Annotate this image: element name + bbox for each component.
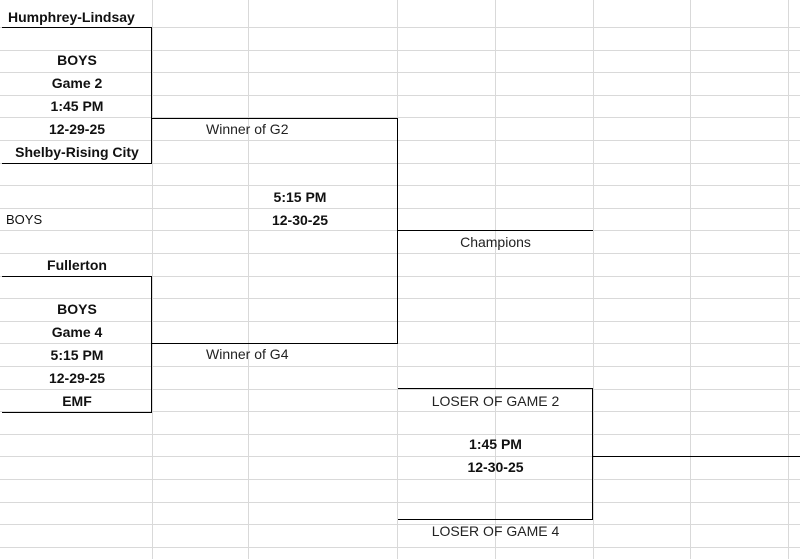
game2-label[interactable]: Game 2 [51, 75, 103, 91]
game2-top-line [2, 27, 152, 28]
game2-right-line [151, 27, 152, 164]
game4-team-bottom[interactable]: EMF [62, 393, 92, 409]
game4-right-line [151, 276, 152, 413]
game4-time[interactable]: 5:15 PM [50, 347, 104, 363]
consolation-top-line [398, 388, 593, 389]
consolation-right-line [592, 388, 593, 520]
game2-bottom-line [2, 163, 152, 164]
game2-division[interactable]: BOYS [57, 52, 97, 68]
champions-line [398, 230, 593, 231]
final-top-line [152, 118, 398, 119]
final-top-slot[interactable]: Winner of G2 [206, 121, 289, 137]
consolation-result-line [593, 456, 800, 457]
side-label[interactable]: BOYS [6, 212, 43, 227]
game2-date[interactable]: 12-29-25 [48, 121, 106, 137]
game2-time[interactable]: 1:45 PM [50, 98, 104, 114]
consolation-time[interactable]: 1:45 PM [469, 436, 522, 452]
final-date[interactable]: 12-30-25 [271, 212, 329, 228]
final-bottom-slot[interactable]: Winner of G4 [206, 346, 289, 362]
game4-team-top[interactable]: Fullerton [47, 257, 107, 273]
final-bottom-line [152, 343, 398, 344]
champions-label[interactable]: Champions [460, 234, 531, 250]
consolation-bottom-line [398, 519, 593, 520]
game4-bottom-line [2, 412, 152, 413]
game2-team-bottom[interactable]: Shelby-Rising City [15, 144, 139, 160]
game4-date[interactable]: 12-29-25 [48, 370, 106, 386]
consolation-top-slot[interactable]: LOSER OF GAME 2 [431, 393, 560, 409]
game4-label[interactable]: Game 4 [51, 324, 103, 340]
final-time[interactable]: 5:15 PM [273, 189, 327, 205]
game2-team-top[interactable]: Humphrey-Lindsay [8, 9, 135, 25]
final-right-line [397, 118, 398, 344]
game4-division[interactable]: BOYS [57, 301, 97, 317]
consolation-bottom-slot[interactable]: LOSER OF GAME 4 [431, 523, 560, 539]
consolation-date[interactable]: 12-30-25 [467, 459, 524, 475]
game4-top-line [2, 276, 152, 277]
